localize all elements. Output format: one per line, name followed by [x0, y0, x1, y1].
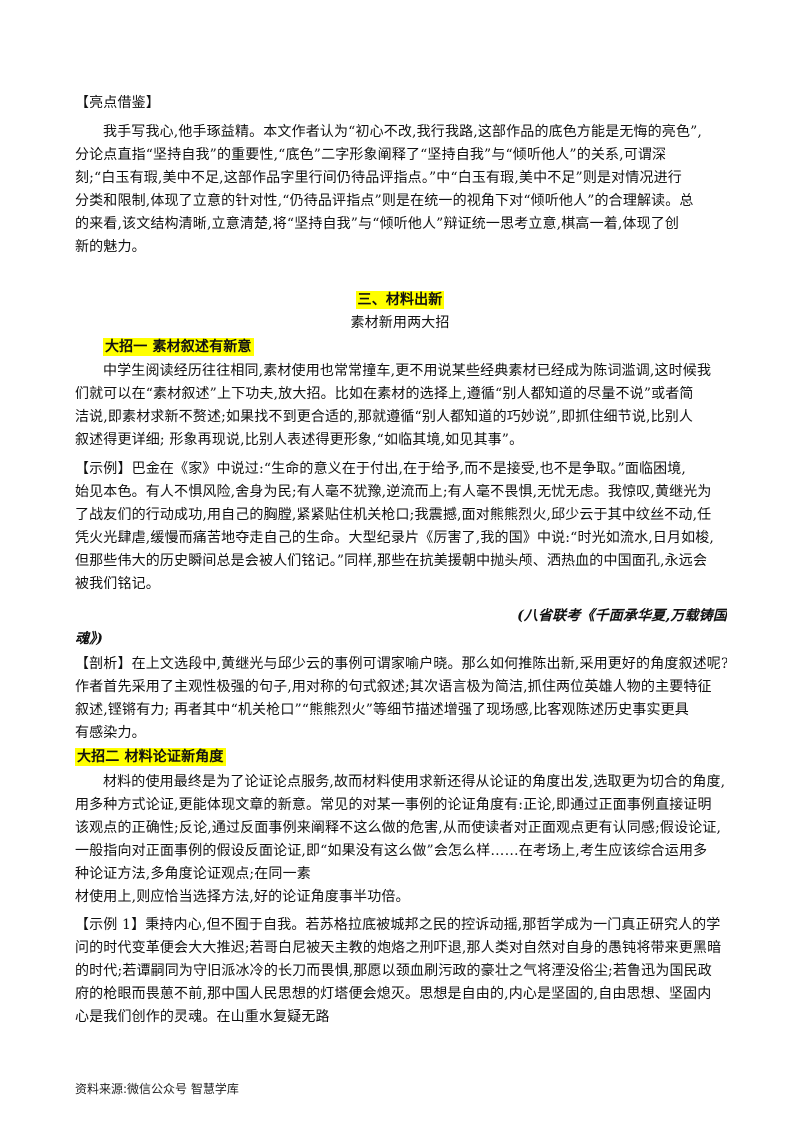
paragraph-line: 洁说,即素材求新不赘述;如果找不到更合适的,那就遵循“别人都知道的巧妙说”,即抓…	[75, 409, 694, 425]
trick1-heading: 大招一 素材叙述有新意	[103, 338, 254, 356]
paragraph-line: 刻;“白玉有瑕,美中不足,这部作品字里行间仍待品评指点。”中“白玉有瑕,美中不足…	[75, 170, 682, 186]
paragraph-line: 们就可以在“素材叙述”上下功夫,放大招。比如在素材的选择上,遵循“别人都知道的尽…	[75, 386, 694, 402]
analysis-line: 有感染力。	[75, 725, 146, 741]
paragraph-line: 该观点的正确性;反论,通过反面事例来阐释不这么做的危害,从而使读者对正面观点更有…	[75, 820, 722, 836]
example-line: 【示例 1】秉持内心,但不囿于自我。若苏格拉底被城邦之民的控诉动摇,那哲学成为一…	[75, 917, 721, 933]
paragraph-line: 用多种方式论证,更能体现文章的新意。常见的对某一事例的论证角度有:正论,即通过正…	[75, 797, 712, 813]
paragraph-line: 一般指向对正面事例的假设反面论证,即“如果没有这么做”会怎么样……在考场上,考生…	[75, 843, 708, 859]
section-title-wrap: 三、材料出新	[0, 289, 800, 311]
example-line: 府的枪眼而畏葸不前,那中国人民思想的灯塔便会熄灭。思想是自由的,内心是坚固的,自…	[75, 986, 712, 1002]
example-line: 但那些伟大的历史瞬间总是会被人们铭记。”同样,那些在抗美援朝中抛头颅、洒热血的中…	[75, 553, 708, 569]
analysis-line: 作者首先采用了主观性极强的句子,用对称的句式叙述;其次语言极为简洁,抓住两位英雄…	[75, 679, 712, 695]
paragraph-line: 分论点直指“坚持自我”的重要性,“底色”二字形象阐释了“坚持自我”与“倾听他人”…	[75, 147, 667, 163]
example-line: 被我们铭记。	[75, 576, 160, 592]
footer-source: 资料来源:微信公众号 智慧学库	[75, 1082, 239, 1096]
paragraph-line: 材料的使用最终是为了论证论点服务,故而材料使用求新还得从论证的角度出发,选取更为…	[103, 774, 726, 790]
example-line: 问的时代变革便会大大推迟;若哥白尼被天主教的炮烙之刑吓退,那人类对自然对自身的愚…	[75, 940, 722, 956]
source-citation-cont: 魂》)	[75, 631, 104, 647]
paragraph-line: 叙述得更详细; 形象再现说,比别人表述得更形象,“如临其境,如见其事”。	[75, 432, 524, 448]
section-title: 三、材料出新	[355, 291, 445, 309]
paragraph-line: 种论证方法,多角度论证观点;在同一素	[75, 866, 311, 882]
example-line: 的时代;若谭嗣同为守旧派冰冷的长刀而畏惧,那愿以颈血刷污政的豪壮之气将湮没俗尘;…	[75, 963, 712, 979]
paragraph-line: 的来看,该文结构清晰,立意清楚,将“坚持自我”与“倾听他人”辩证统一思考立意,棋…	[75, 216, 680, 232]
example-line: 始见本色。有人不惧风险,舍身为民;有人毫不犹豫,逆流而上;有人毫不畏惧,无忧无虑…	[75, 484, 712, 500]
source-citation: (八省联考《千面承华夏,万载铸国	[517, 608, 727, 624]
paragraph-line: 新的魅力。	[75, 239, 146, 255]
highlight-heading: 【亮点借鉴】	[75, 95, 160, 111]
trick2-heading: 大招二 材料论证新角度	[75, 748, 226, 766]
paragraph-line: 我手写我心,他手琢益精。本文作者认为“初心不改,我行我路,这部作品的底色方能是无…	[103, 124, 703, 140]
trick2-heading-wrap: 大招二 材料论证新角度	[75, 746, 727, 768]
paragraph-line: 材使用上,则应恰当选择方法,好的论证角度事半功倍。	[75, 889, 410, 905]
example-line: 凭火光肆虐,缓慢而痛苦地夺走自己的生命。大型纪录片《厉害了,我的国》中说:“时光…	[75, 530, 715, 546]
trick1-heading-wrap: 大招一 素材叙述有新意	[103, 336, 727, 358]
paragraph-line: 分类和限制,体现了立意的针对性,“仍待品评指点”则是在统一的视角下对“倾听他人”…	[75, 193, 694, 209]
section-subtitle: 素材新用两大招	[350, 315, 450, 331]
example-line: 【示例】巴金在《家》中说过:“生命的意义在于付出,在于给予,而不是接受,也不是争…	[75, 461, 687, 477]
example-line: 了战友们的行动成功,用自己的胸膛,紧紧贴住机关枪口;我震撼,面对熊熊烈火,邱少云…	[75, 507, 712, 523]
analysis-line: 叙述,铿锵有力; 再者其中“机关枪口”“熊熊烈火”等细节描述增强了现场感,比客观…	[75, 702, 689, 718]
example-line: 心是我们创作的灵魂。在山重水复疑无路	[75, 1009, 330, 1025]
analysis-line: 【剖析】在上文选段中,黄继光与邱少云的事例可谓家喻户晓。那么如何推陈出新,采用更…	[75, 656, 727, 672]
paragraph-line: 中学生阅读经历往往相同,素材使用也常常撞车,更不用说某些经典素材已经成为陈词滥调…	[103, 363, 712, 379]
